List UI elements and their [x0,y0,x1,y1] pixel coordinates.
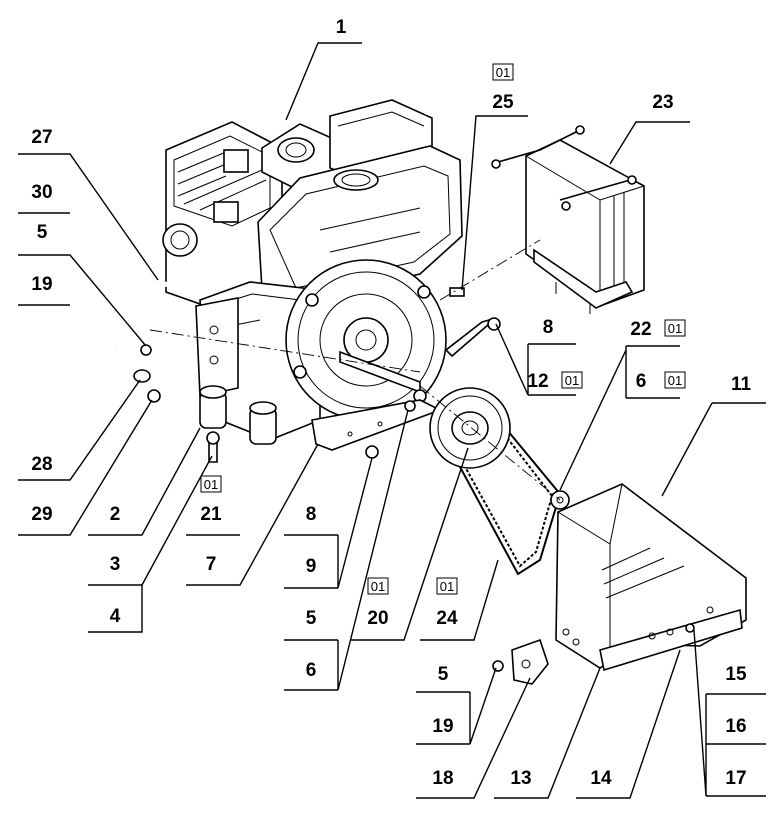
callout-number: 17 [725,768,746,789]
callout-number: 19 [31,274,52,295]
callout-number: 24 [436,608,458,629]
callout-18: 18 [432,768,453,789]
callout-22: 22 01 [630,319,686,340]
callout-number: 18 [432,768,453,789]
callout-number: 3 [110,554,121,575]
callout-number: 28 [31,454,52,475]
revision-box [492,63,514,81]
revision-code: 01 [496,65,510,80]
revision-code: 01 [668,373,682,388]
engine-illustration [101,99,501,463]
revision-code: 01 [204,477,218,492]
revision-code: 01 [668,321,682,336]
callout-25: 25 01 [492,63,514,113]
callout-6: 6 [306,660,317,681]
callout-number: 11 [731,374,752,395]
assembly-axis-lines [149,239,561,501]
callout-1: 1 [336,17,347,38]
callout-number: 25 [492,92,514,113]
callout-number: 5 [37,222,48,243]
callout-14: 14 [590,768,612,789]
callout-6: 6 01 [636,371,686,392]
revision-code: 01 [565,373,579,388]
callout-27: 27 [31,127,52,148]
callout-3: 3 [110,554,121,575]
callout-number: 8 [306,504,317,525]
battery-illustration [491,125,645,314]
belt-guard-illustration [492,483,747,685]
callout-number: 6 [636,371,647,392]
callout-number: 29 [31,504,52,525]
callout-number: 9 [306,556,317,577]
callout-number: 4 [110,606,121,627]
callout-number: 19 [432,716,453,737]
callout-11: 11 [731,374,752,395]
revision-box [200,475,222,493]
callout-number: 7 [206,554,217,575]
callout-number: 23 [652,92,673,113]
callout-number: 1 [336,17,347,38]
revision-box [367,577,389,595]
callout-number: 13 [510,768,531,789]
callout-13: 13 [510,768,531,789]
callout-17: 17 [725,768,746,789]
callout-number: 5 [438,664,449,685]
pulley-belt-illustration [429,387,570,576]
callout-number: 22 [630,319,651,340]
callout-number: 27 [31,127,52,148]
revision-box [664,319,686,337]
callout-28: 28 [31,454,52,475]
callout-9: 9 [306,556,317,577]
callout-number: 16 [725,716,746,737]
callout-labels: 1 25 01 23 27 30 5 19 8 12 01 22 01 6 01 11 28 29 2 21 01 8 3 7… [31,17,751,789]
callout-number: 21 [200,504,222,525]
callout-19: 19 [31,274,52,295]
callout-number: 20 [367,608,388,629]
callout-30: 30 [31,182,52,203]
callout-5: 5 [438,664,449,685]
callout-12: 12 01 [527,371,583,392]
revision-box [664,371,686,389]
callout-19: 19 [432,716,453,737]
callout-4: 4 [110,606,121,627]
callout-number: 8 [543,317,554,338]
callout-number: 2 [110,504,121,525]
revision-code: 01 [371,579,385,594]
callout-21: 21 01 [200,475,222,525]
callout-8: 8 [306,504,317,525]
callout-24: 24 01 [436,577,458,629]
callout-leader-lines [18,42,766,799]
revision-box [436,577,458,595]
callout-2: 2 [110,504,121,525]
callout-number: 14 [590,768,612,789]
callout-29: 29 [31,504,52,525]
callout-5: 5 [37,222,48,243]
callout-number: 5 [306,608,317,629]
callout-number: 6 [306,660,317,681]
revision-code: 01 [440,579,454,594]
callout-15: 15 [725,664,747,685]
callout-23: 23 [652,92,673,113]
callout-number: 30 [31,182,52,203]
callout-7: 7 [206,554,217,575]
revision-box [561,371,583,389]
callout-5: 5 [306,608,317,629]
callout-16: 16 [725,716,746,737]
callout-8: 8 [543,317,554,338]
callout-number: 12 [527,371,548,392]
callout-number: 15 [725,664,747,685]
